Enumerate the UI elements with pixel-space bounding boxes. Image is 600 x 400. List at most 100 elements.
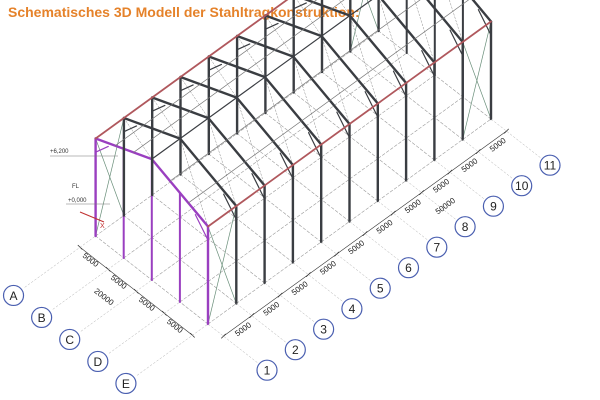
purlin [169,0,421,182]
frame-rafter [471,0,493,23]
level-floor-code: FL [72,184,80,190]
frame-haunch [307,132,322,159]
roof-bracing [151,97,181,139]
axis-bubble-letter: C [59,328,81,351]
axis-bubble-label: 10 [515,179,529,193]
dimension-tick [447,169,453,175]
axis-leader [108,301,181,354]
axis-bubble-label: 2 [292,343,299,357]
axis-leader [377,200,428,240]
axis-bubble-circle [256,359,278,381]
axis-bubble-circle [341,298,363,320]
roof-bracing [414,0,435,63]
axis-bubble-circle [115,372,137,395]
frame-haunch [94,145,109,153]
dimension-label-longitudinal: 5000 [488,136,508,154]
axis-bubble-circle [511,175,533,197]
axis-bubble-circle [369,277,391,299]
axis-bubble-number: 11 [539,154,561,176]
axis-bubble-letter: B [31,306,53,329]
axis-bubble-label: C [65,333,74,347]
axis-bubble-circle [313,318,335,340]
frame-haunch [449,29,464,57]
axis-leader [349,221,399,261]
axis-bubble-number: 10 [511,175,533,197]
roof-bracing [208,117,237,207]
axis-bubble-number: 1 [256,359,278,381]
frame-rafter [320,34,379,105]
axis-bubble-label: 8 [462,220,469,234]
dimension-label-transverse: 5000 [81,251,101,269]
frame-haunch [208,63,223,71]
dimension-label-longitudinal: 5000 [262,300,282,318]
ground-grid-line-letter [123,52,408,259]
axis-leader [236,303,286,343]
axis-bubble-label: 9 [490,200,497,214]
wall-bracing [207,226,237,304]
axis-bubble-letter: D [87,350,109,373]
dimension-total-transverse: 20000 [92,287,116,308]
ridge-purlin [151,0,373,160]
axis-bubble-label: 6 [405,261,412,275]
frame-rafter [348,14,408,85]
frame-rafter [207,116,266,187]
dimension-tick [305,272,311,278]
axis-leader [462,139,513,179]
dimension-tick [277,292,283,298]
axis-bubble-label: E [122,377,130,391]
level-base-label: +0,000 [68,198,87,204]
level-top-label: +6,200 [50,149,69,155]
roof-bracing [349,15,379,104]
axis-bubble-number: 5 [369,277,391,299]
axis-bubble-label: 7 [433,241,440,255]
x-axis-label: X [100,223,105,230]
axis-bubble-label: D [93,355,102,369]
axis-bubble-label: 11 [544,159,557,173]
roof-bracing [208,56,237,98]
frame-haunch [293,2,307,10]
roof-bracing [449,0,463,43]
axis-leader [207,323,258,363]
frame-rafter [235,96,295,167]
axis-bubble-number: 4 [341,298,363,320]
axis-bubble-circle [426,236,448,258]
dimension-tick [419,190,424,196]
roof-bracing [236,97,265,186]
roof-bracing [265,15,294,57]
dimension-label-transverse: 5000 [137,295,157,313]
axis-bubble-label: B [38,311,46,325]
roof-bracing [179,138,209,227]
dimension-tick [390,210,396,216]
dimension-tick [221,333,226,339]
frame-haunch [236,43,251,51]
wall-bracing [366,0,379,32]
axis-bubble-circle [397,257,420,279]
frame-haunch [251,173,266,200]
axis-bubble-circle [539,154,561,176]
dimension-tick [249,313,255,319]
eave-beam [94,0,289,140]
purlin [133,0,345,153]
frame-haunch [179,84,194,92]
frame-rafter [263,75,323,146]
dimension-label-longitudinal: 5000 [233,320,253,338]
roof-bracing [264,76,294,166]
frame-haunch [477,9,492,36]
frame-haunch [279,152,294,180]
axis-bubble-circle [284,339,306,361]
axis-bubble-label: 1 [264,364,271,378]
axis-leader [292,262,343,302]
axis-bubble-circle [31,306,53,329]
wall-bracing [95,138,125,216]
axis-bubble-circle [454,216,476,238]
axis-bubble-circle [59,328,81,351]
purlin [114,0,318,147]
axis-bubble-letter: A [2,284,25,307]
axis-bubble-number: 2 [284,339,306,361]
dimension-label-longitudinal: 5000 [290,279,310,297]
axis-bubble-circle [2,284,25,307]
portal-frames [94,0,493,326]
axis-leader [320,241,371,281]
axis-leader [80,279,153,332]
